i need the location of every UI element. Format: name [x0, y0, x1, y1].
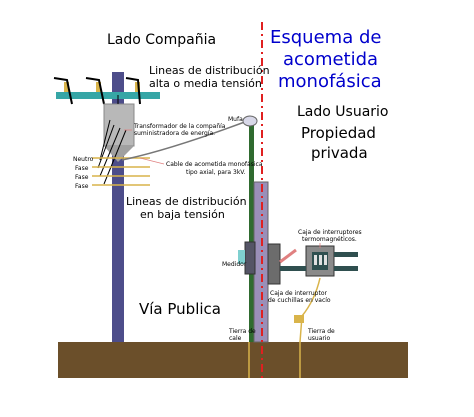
secondary-leads — [97, 119, 127, 185]
ground-company-label-2: cale — [229, 335, 242, 342]
cable-label-1: Cable de acometida monofásica — [166, 161, 263, 168]
wire-label-neutro: Neutro — [73, 156, 94, 163]
wire-label-fase-3: Fase — [75, 183, 89, 190]
meter — [244, 241, 256, 275]
knife-switch-label-2: de cuchillas en vacío — [268, 297, 331, 304]
ground-user-label-2: usuario — [308, 335, 331, 342]
user-mast — [249, 120, 254, 342]
meter-face — [238, 250, 245, 264]
meter-label: Medidor — [222, 261, 247, 268]
mufa-label: Mufa — [228, 116, 243, 123]
acometida-cable — [121, 119, 251, 161]
ground-user-label-1: Tierra de — [307, 328, 335, 335]
hv-label-2: alta o media tensión — [149, 77, 262, 90]
transformer-label-1: Transformador de la compañía — [133, 123, 226, 130]
right-heading: Lado Usuario — [297, 104, 389, 120]
knife-switch-box — [267, 243, 281, 285]
property-line-1: Propiedad — [301, 124, 376, 142]
ground — [58, 342, 408, 378]
wire-label-fase-2: Fase — [75, 174, 89, 181]
hv-wires — [53, 77, 141, 105]
title-line-3: monofásica — [278, 71, 382, 92]
breaker-box — [305, 245, 335, 277]
ground-company-label-1: Tierra de — [228, 328, 256, 335]
cross-arm — [56, 92, 160, 99]
knife-switch-label-1: Caja de interruptor — [270, 290, 328, 297]
breaker-label-2: termomagnéticos. — [302, 236, 357, 243]
transformer — [103, 95, 135, 162]
public-road-label: Vía Publica — [139, 300, 221, 318]
user-ground-clamp — [294, 315, 304, 323]
cable-label-2: tipo axial, para 3kV. — [186, 169, 246, 176]
wire-label-fase-1: Fase — [75, 165, 89, 172]
title-line-1: Esquema de — [270, 27, 381, 48]
leader-lines — [124, 129, 321, 248]
transformer-label-2: suministradora de energía. — [134, 130, 215, 137]
knife-switch-handle — [279, 248, 297, 264]
mufa — [242, 115, 258, 127]
breaker-label-1: Caja de interruptores — [298, 229, 362, 236]
hv-insulators — [64, 82, 140, 92]
title-line-2: acometida — [283, 49, 378, 70]
lv-label-1: Lineas de distribución — [126, 195, 247, 208]
left-heading: Lado Compañia — [107, 32, 216, 48]
hv-label-1: Lineas de distribución — [149, 64, 270, 77]
property-line-2: privada — [311, 144, 368, 162]
breaker-conduits — [280, 252, 358, 271]
lv-label-2: en baja tensión — [140, 208, 225, 221]
